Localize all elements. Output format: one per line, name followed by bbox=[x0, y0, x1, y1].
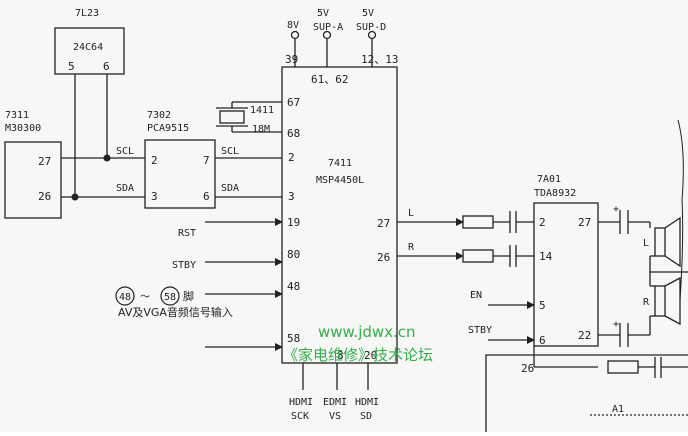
net-stby: STBY bbox=[172, 260, 196, 271]
chip-7411-pin80: 80 bbox=[287, 248, 300, 261]
supply-sup-a: SUP-A bbox=[313, 22, 343, 33]
chip-a1-outline bbox=[485, 354, 688, 432]
chip-7a01-pin14: 14 bbox=[539, 250, 553, 263]
chip-7311-ref: 7311 bbox=[5, 110, 29, 121]
chip-7411-pin39: 39 bbox=[285, 53, 298, 66]
chip-7411-pin2: 2 bbox=[288, 151, 295, 164]
chip-7411-pin19: 19 bbox=[287, 216, 300, 229]
chip-7411-pin3: 3 bbox=[288, 190, 295, 203]
svg-text:+: + bbox=[613, 204, 619, 215]
net-en: EN bbox=[470, 290, 482, 301]
chip-7311-pin26: 26 bbox=[38, 190, 51, 203]
chip-7411-pin27: 27 bbox=[377, 217, 390, 230]
supply-sup-d: SUP-D bbox=[356, 22, 386, 33]
chip-7a01-pin27: 27 bbox=[578, 216, 591, 229]
bottom-edmi-vs-1: EDMI bbox=[323, 397, 347, 408]
chip-7411-pin48: 48 bbox=[287, 280, 300, 293]
chip-7a01-part: TDA8932 bbox=[534, 188, 576, 199]
svg-text:+: + bbox=[613, 319, 619, 330]
chip-7311-body bbox=[4, 141, 62, 219]
chip-7411-pin6162: 61、62 bbox=[311, 73, 349, 86]
chip-7a01-pin22: 22 bbox=[578, 329, 591, 342]
chip-7411-pin68: 68 bbox=[287, 127, 300, 140]
net-l: L bbox=[408, 208, 414, 219]
supply-8v: 8V bbox=[287, 20, 299, 31]
bottom-hdmi-sck-2: SCK bbox=[291, 411, 309, 422]
chip-7302-body bbox=[144, 139, 216, 209]
chip-7411-pin26: 26 bbox=[377, 251, 390, 264]
chip-7302-part: PCA9515 bbox=[147, 123, 189, 134]
chip-7l23-pin6: 6 bbox=[103, 60, 110, 73]
note-tilde: ～ bbox=[140, 292, 150, 303]
net-scl-left: SCL bbox=[116, 146, 134, 157]
bottom-hdmi-sck-1: HDMI bbox=[289, 397, 313, 408]
crystal-ref: 1411 bbox=[250, 105, 274, 116]
chip-7411-ref: 7411 bbox=[328, 158, 352, 169]
net-scl-right: SCL bbox=[221, 146, 239, 157]
note-line2: AV及VGA音频信号输入 bbox=[118, 305, 233, 319]
speaker-l-label: L bbox=[643, 238, 649, 249]
crystal-value: 18M bbox=[252, 124, 270, 135]
chip-7302-pin2: 2 bbox=[151, 154, 158, 167]
chip-7l23-ref: 7L23 bbox=[75, 8, 99, 19]
watermark-caption: 《家电维修》技术论坛 bbox=[283, 346, 433, 364]
note-circle-48: 48 bbox=[119, 292, 131, 303]
chip-7411-pin1213: 12、13 bbox=[361, 53, 399, 66]
chip-7a01-pin5: 5 bbox=[539, 299, 546, 312]
chip-7302-pin3: 3 bbox=[151, 190, 158, 203]
net-r: R bbox=[408, 242, 415, 253]
net-sda-left: SDA bbox=[116, 183, 134, 194]
watermark-url: www.jdwx.cn bbox=[318, 323, 416, 341]
chip-a1-label: A1 bbox=[612, 404, 624, 415]
speaker-r-label: R bbox=[643, 297, 650, 308]
note-suffix: 脚 bbox=[183, 289, 194, 303]
net-sda-right: SDA bbox=[221, 183, 239, 194]
chip-7411-pin8: 8 bbox=[337, 349, 344, 362]
supply-5v-a: 5V bbox=[317, 8, 329, 19]
note-circle-58: 58 bbox=[164, 292, 176, 303]
chip-7411-pin58: 58 bbox=[287, 332, 300, 345]
bottom-hdmi-sd-1: HDMI bbox=[355, 397, 379, 408]
bottom-hdmi-sd-2: SD bbox=[360, 411, 372, 422]
chip-7a01-ref: 7A01 bbox=[537, 174, 561, 185]
chip-7411-pin20: 20 bbox=[364, 349, 377, 362]
chip-7302-pin6: 6 bbox=[203, 190, 210, 203]
chip-7a01-pin26: 26 bbox=[521, 362, 534, 375]
chip-7411-body bbox=[281, 66, 398, 364]
chip-7302-pin7: 7 bbox=[203, 154, 210, 167]
net-stby-2: STBY bbox=[468, 325, 492, 336]
chip-7311-pin27: 27 bbox=[38, 155, 51, 168]
chip-7302-ref: 7302 bbox=[147, 110, 171, 121]
chip-7a01-pin6: 6 bbox=[539, 334, 546, 347]
chip-7311-part: M30300 bbox=[5, 123, 41, 134]
chip-7411-pin67: 67 bbox=[287, 96, 300, 109]
chip-7l23-part: 24C64 bbox=[73, 42, 103, 53]
chip-7a01-pin2: 2 bbox=[539, 216, 546, 229]
supply-5v-d: 5V bbox=[362, 8, 374, 19]
net-rst: RST bbox=[178, 228, 196, 239]
chip-7411-part: MSP4450L bbox=[316, 175, 364, 186]
bottom-edmi-vs-2: VS bbox=[329, 411, 341, 422]
chip-7l23-pin5: 5 bbox=[68, 60, 75, 73]
chip-7l23-body bbox=[54, 27, 125, 75]
chip-7a01-body bbox=[533, 202, 599, 347]
